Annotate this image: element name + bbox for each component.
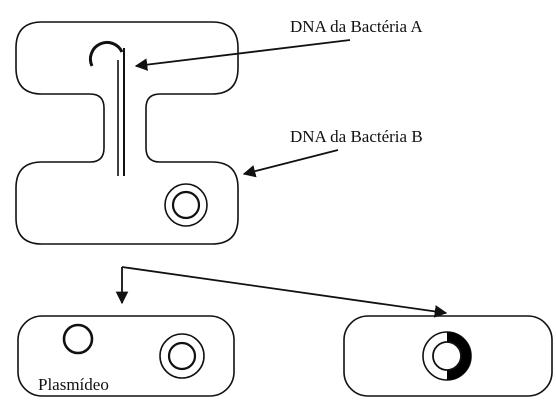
pointer-dna-bacteria-b bbox=[244, 150, 338, 174]
result-arrow-connector bbox=[122, 267, 446, 313]
plasmid-bacteria-b-outer bbox=[165, 184, 207, 226]
result-bacterium-right bbox=[344, 316, 552, 396]
label-dna-bacteria-a: DNA da Bactéria A bbox=[290, 17, 423, 36]
label-dna-bacteria-b: DNA da Bactéria B bbox=[290, 127, 423, 146]
integrated-dna-segment bbox=[447, 332, 471, 380]
plasmid-left-outer bbox=[160, 334, 204, 378]
label-plasmideo: Plasmídeo bbox=[38, 375, 109, 394]
pointer-dna-bacteria-a bbox=[136, 40, 350, 66]
plasmid-left-inner bbox=[169, 343, 195, 369]
plasmid-bacteria-b-inner bbox=[173, 192, 199, 218]
recombined-plasmid-inner bbox=[433, 342, 461, 370]
conjugating-bacteria-outline bbox=[16, 22, 238, 244]
free-plasmid bbox=[64, 325, 92, 353]
